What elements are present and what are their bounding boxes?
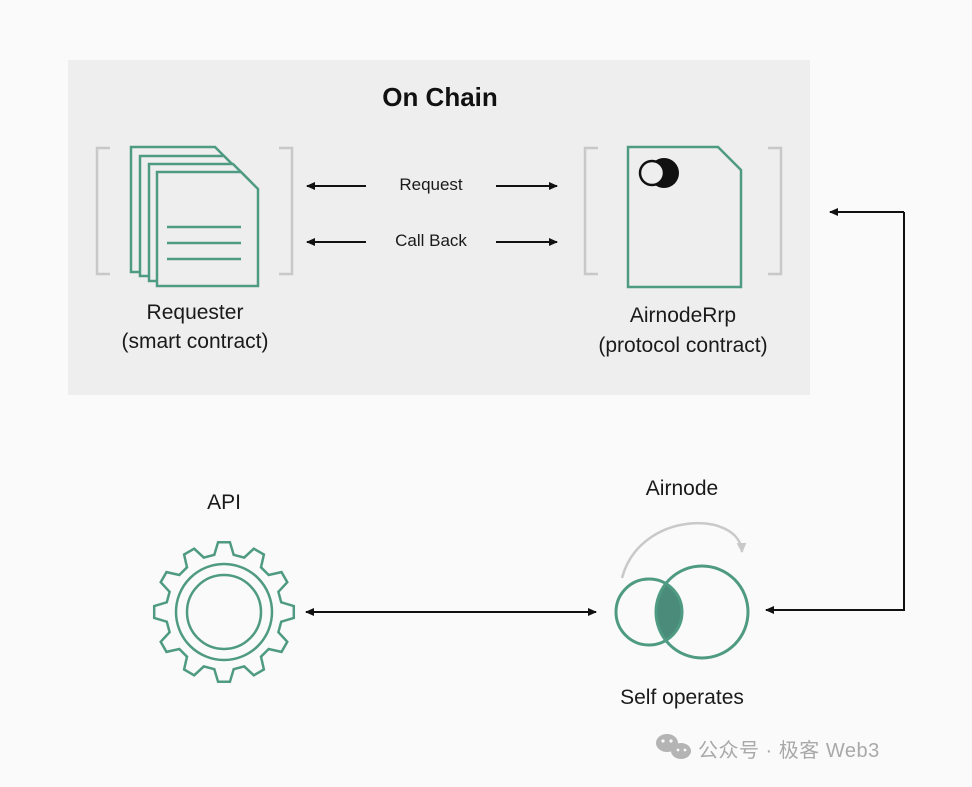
self-operates-label: Self operates: [620, 686, 744, 709]
airnoderrp-title: AirnodeRrp: [629, 304, 737, 327]
airnode-label: Airnode: [645, 477, 719, 500]
stacked-documents-icon: [129, 145, 260, 288]
airnode-venn-icon: [614, 522, 750, 660]
wechat-icon: [656, 734, 691, 759]
callback-label: Call Back: [395, 231, 467, 250]
on-chain-title: On Chain: [382, 82, 498, 112]
protocol-document-icon: [626, 145, 743, 289]
airnoderrp-brackets: [583, 146, 783, 276]
requester-title: Requester: [146, 301, 244, 324]
requester-brackets: [95, 146, 294, 276]
gear-icon: [152, 540, 296, 684]
airnoderrp-subtitle: (protocol contract): [598, 334, 768, 357]
requester-subtitle: (smart contract): [121, 330, 269, 353]
api-label: API: [207, 491, 241, 514]
chain-to-airnode-connector: [765, 208, 905, 614]
request-label: Request: [399, 175, 463, 194]
watermark-text: 公众号 · 极客 Web3: [698, 740, 880, 762]
